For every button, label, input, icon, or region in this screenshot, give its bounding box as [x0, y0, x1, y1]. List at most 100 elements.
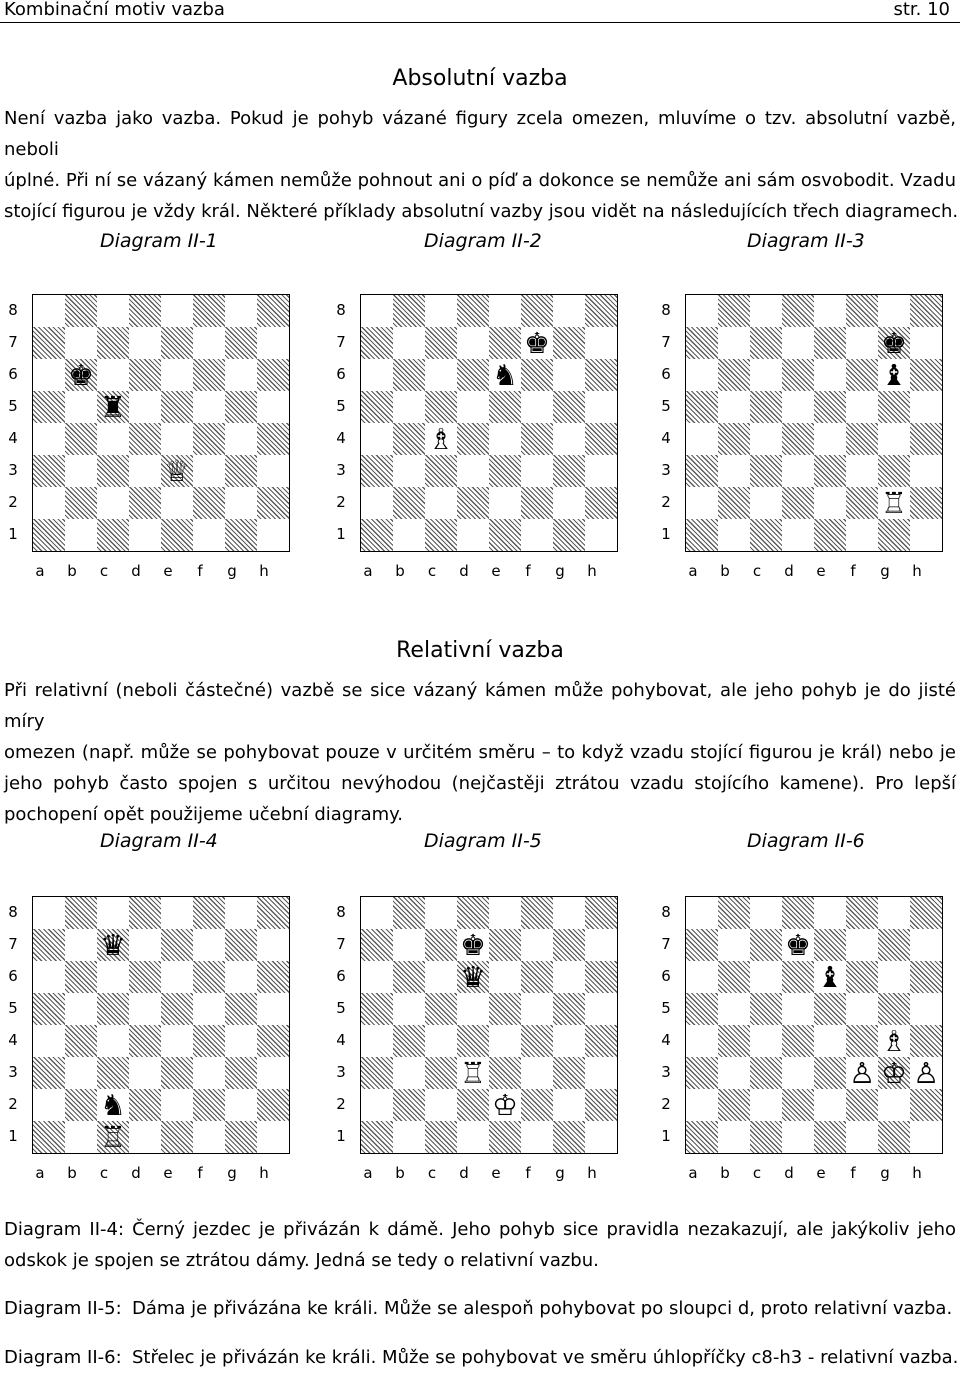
- board-square: [910, 929, 942, 961]
- board-square: [425, 295, 457, 327]
- paragraph-line: úplné. Při ní se vázaný kámen nemůže poh…: [4, 170, 956, 191]
- board-square: [521, 359, 553, 391]
- black-rook-icon: ♜: [97, 391, 129, 423]
- piece-glyph: ♕: [164, 454, 190, 488]
- note-line: Diagram II-4: Černý jezdec je přivázán k…: [4, 1219, 956, 1240]
- board-square: [814, 423, 846, 455]
- file-label: h: [259, 1164, 269, 1182]
- file-label: b: [395, 562, 405, 580]
- board-square: [361, 897, 393, 929]
- rank-label: 4: [661, 429, 671, 447]
- page-header: Kombinační motiv vazba str. 10: [0, 0, 960, 23]
- board-square: [361, 1057, 393, 1089]
- file-label: b: [67, 562, 77, 580]
- board-square: [878, 423, 910, 455]
- board-square: [65, 487, 97, 519]
- board-square: [425, 1025, 457, 1057]
- file-label: f: [525, 1164, 531, 1182]
- board-grid: ♚♛♖♔: [360, 896, 618, 1154]
- rank-label: 2: [661, 493, 671, 511]
- board-square: [65, 929, 97, 961]
- board-square: [750, 487, 782, 519]
- board-square: [910, 897, 942, 929]
- file-label: e: [491, 562, 501, 580]
- board-square: [489, 391, 521, 423]
- file-label: f: [525, 562, 531, 580]
- white-queen-icon: ♕: [161, 455, 193, 487]
- board-square: [686, 897, 718, 929]
- board-square: [910, 423, 942, 455]
- board-square: ♝: [814, 961, 846, 993]
- board-square: [457, 391, 489, 423]
- board-square: ♚: [65, 359, 97, 391]
- board-square: [193, 423, 225, 455]
- file-label: f: [850, 1164, 856, 1182]
- board-square: [193, 1057, 225, 1089]
- file-label: e: [491, 1164, 501, 1182]
- board-square: [489, 1057, 521, 1089]
- board-square: [585, 1025, 617, 1057]
- board-square: [750, 1089, 782, 1121]
- board-square: [750, 519, 782, 551]
- black-king-icon: ♚: [457, 929, 489, 961]
- board-square: ♞: [489, 359, 521, 391]
- white-bishop-icon: ♗: [425, 423, 457, 455]
- board-square: [257, 961, 289, 993]
- board-square: [257, 1089, 289, 1121]
- board-square: [489, 1025, 521, 1057]
- board-square: [425, 1121, 457, 1153]
- note-label: Diagram II-5:: [4, 1298, 122, 1319]
- board-square: [686, 359, 718, 391]
- piece-glyph: ♚: [785, 928, 811, 962]
- black-queen-icon: ♛: [97, 929, 129, 961]
- rank-label: 4: [336, 429, 346, 447]
- rank-label: 6: [336, 365, 346, 383]
- rank-label: 1: [8, 525, 18, 543]
- board-square: [846, 897, 878, 929]
- file-label: e: [816, 1164, 826, 1182]
- board-square: [257, 929, 289, 961]
- file-label: d: [131, 562, 141, 580]
- file-label: b: [720, 562, 730, 580]
- note-diagram-4: Diagram II-4: Černý jezdec je přivázán k…: [4, 1214, 956, 1276]
- board-square: [97, 519, 129, 551]
- board-square: [718, 897, 750, 929]
- file-label: a: [688, 1164, 698, 1182]
- board-square: [129, 1057, 161, 1089]
- paragraph-line: Při relativní (neboli částečné) vazbě se…: [4, 680, 956, 732]
- diagram-caption: Diagram II-4: [100, 830, 218, 852]
- board-square: [161, 295, 193, 327]
- board-square: [97, 1025, 129, 1057]
- board-square: [585, 1089, 617, 1121]
- board-square: [161, 1089, 193, 1121]
- board-square: [129, 1025, 161, 1057]
- board-square: [257, 359, 289, 391]
- board-square: [361, 1121, 393, 1153]
- board-square: [782, 961, 814, 993]
- board-square: [750, 423, 782, 455]
- board-square: [585, 359, 617, 391]
- board-square: [393, 423, 425, 455]
- board-square: [489, 423, 521, 455]
- board-square: [97, 359, 129, 391]
- board-square: [686, 327, 718, 359]
- note-diagram-6: Diagram II-6:Střelec je přivázán ke král…: [4, 1342, 958, 1373]
- board-square: [585, 391, 617, 423]
- board-square: [521, 993, 553, 1025]
- board-square: [585, 487, 617, 519]
- board-square: [814, 897, 846, 929]
- board-square: [257, 1025, 289, 1057]
- board-square: [910, 1025, 942, 1057]
- board-square: [718, 1057, 750, 1089]
- rank-label: 2: [336, 493, 346, 511]
- rank-label: 7: [661, 935, 671, 953]
- rank-label: 5: [661, 397, 671, 415]
- paragraph-line: jeho pohyb často spojen s určitou nevýho…: [4, 773, 956, 794]
- rank-label: 7: [336, 333, 346, 351]
- board-square: [878, 1121, 910, 1153]
- board-square: [878, 519, 910, 551]
- board-square: [33, 961, 65, 993]
- board-square: [425, 327, 457, 359]
- file-label: a: [363, 1164, 373, 1182]
- board-square: [257, 295, 289, 327]
